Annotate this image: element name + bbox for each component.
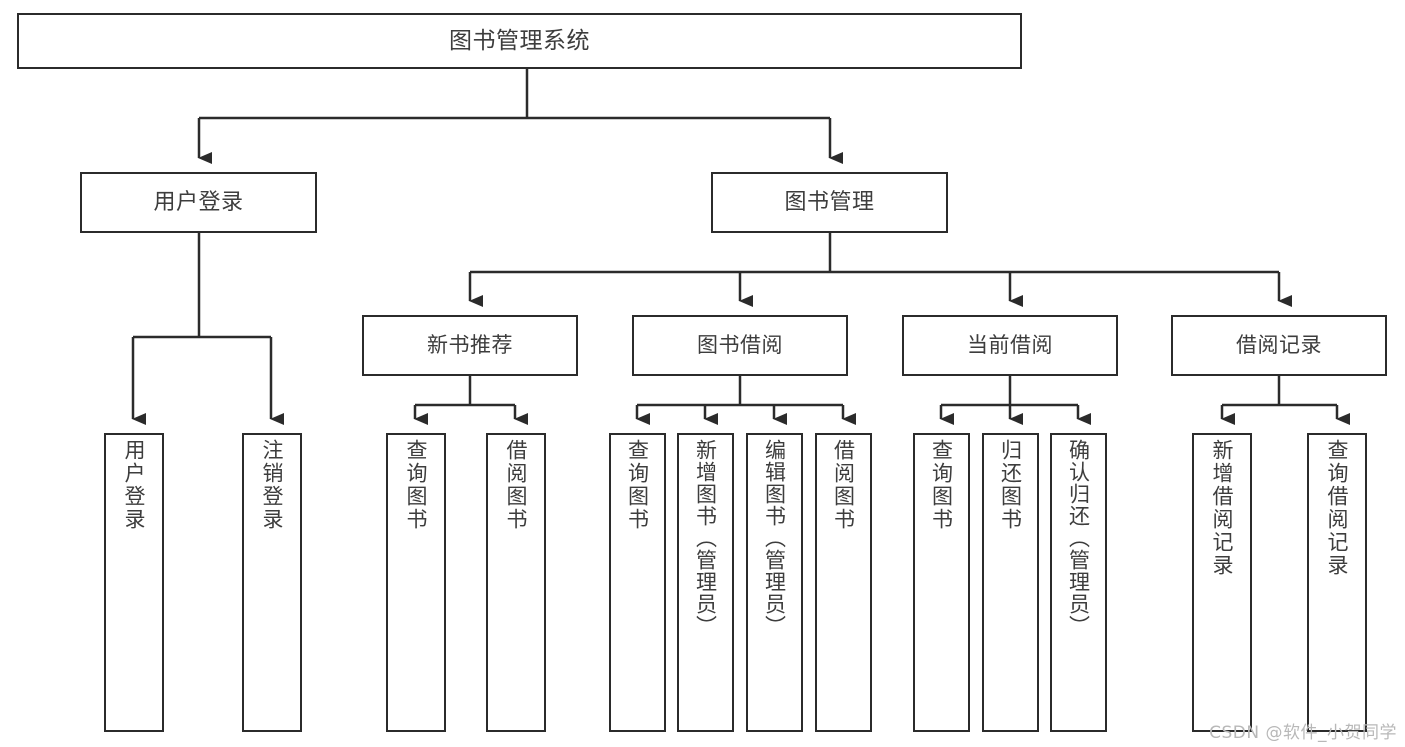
leaf-borrow-query-book[interactable]: 查询图书: [609, 433, 666, 732]
leaf-recommend-query-book-label: 查询图书: [404, 439, 429, 531]
leaf-current-confirm-return-label: 确认归还（管理员）: [1066, 439, 1091, 637]
node-book-borrow[interactable]: 图书借阅: [632, 315, 848, 376]
leaf-user-login-login[interactable]: 用户登录: [104, 433, 164, 732]
node-root[interactable]: 图书管理系统: [17, 13, 1022, 69]
leaf-borrow-query-book-label: 查询图书: [625, 439, 650, 531]
leaf-user-login-login-label: 用户登录: [122, 439, 147, 531]
leaf-recommend-borrow-book[interactable]: 借阅图书: [486, 433, 546, 732]
leaf-borrow-borrow-book-label: 借阅图书: [831, 439, 856, 531]
node-book-borrow-label: 图书借阅: [697, 333, 783, 358]
node-book-management[interactable]: 图书管理: [711, 172, 948, 233]
leaf-recommend-borrow-book-label: 借阅图书: [504, 439, 529, 531]
leaf-current-confirm-return[interactable]: 确认归还（管理员）: [1050, 433, 1107, 732]
leaf-borrow-add-book-label: 新增图书（管理员）: [693, 439, 718, 637]
node-user-login-label: 用户登录: [153, 189, 244, 215]
leaf-recommend-query-book[interactable]: 查询图书: [386, 433, 446, 732]
leaf-borrow-borrow-book[interactable]: 借阅图书: [815, 433, 872, 732]
leaf-user-login-logout[interactable]: 注销登录: [242, 433, 302, 732]
leaf-current-return-book-label: 归还图书: [998, 439, 1023, 531]
node-current-borrow-label: 当前借阅: [967, 333, 1053, 358]
node-user-login[interactable]: 用户登录: [80, 172, 317, 233]
leaf-record-add-record-label: 新增借阅记录: [1210, 439, 1235, 577]
leaf-current-query-book[interactable]: 查询图书: [913, 433, 970, 732]
node-borrow-record-label: 借阅记录: [1236, 333, 1322, 358]
node-book-management-label: 图书管理: [784, 189, 875, 215]
leaf-user-login-logout-label: 注销登录: [260, 439, 285, 531]
leaf-current-return-book[interactable]: 归还图书: [982, 433, 1039, 732]
node-current-borrow[interactable]: 当前借阅: [902, 315, 1118, 376]
leaf-record-query-record[interactable]: 查询借阅记录: [1307, 433, 1367, 732]
node-borrow-record[interactable]: 借阅记录: [1171, 315, 1387, 376]
node-new-book-recommend-label: 新书推荐: [427, 333, 513, 358]
leaf-borrow-edit-book-label: 编辑图书（管理员）: [762, 439, 787, 637]
leaf-borrow-add-book[interactable]: 新增图书（管理员）: [677, 433, 734, 732]
leaf-record-query-record-label: 查询借阅记录: [1325, 439, 1350, 577]
node-new-book-recommend[interactable]: 新书推荐: [362, 315, 578, 376]
leaf-current-query-book-label: 查询图书: [929, 439, 954, 531]
node-root-label: 图书管理系统: [449, 27, 590, 54]
leaf-record-add-record[interactable]: 新增借阅记录: [1192, 433, 1252, 732]
leaf-borrow-edit-book[interactable]: 编辑图书（管理员）: [746, 433, 803, 732]
watermark: CSDN @软件_小贺同学: [1209, 723, 1397, 743]
